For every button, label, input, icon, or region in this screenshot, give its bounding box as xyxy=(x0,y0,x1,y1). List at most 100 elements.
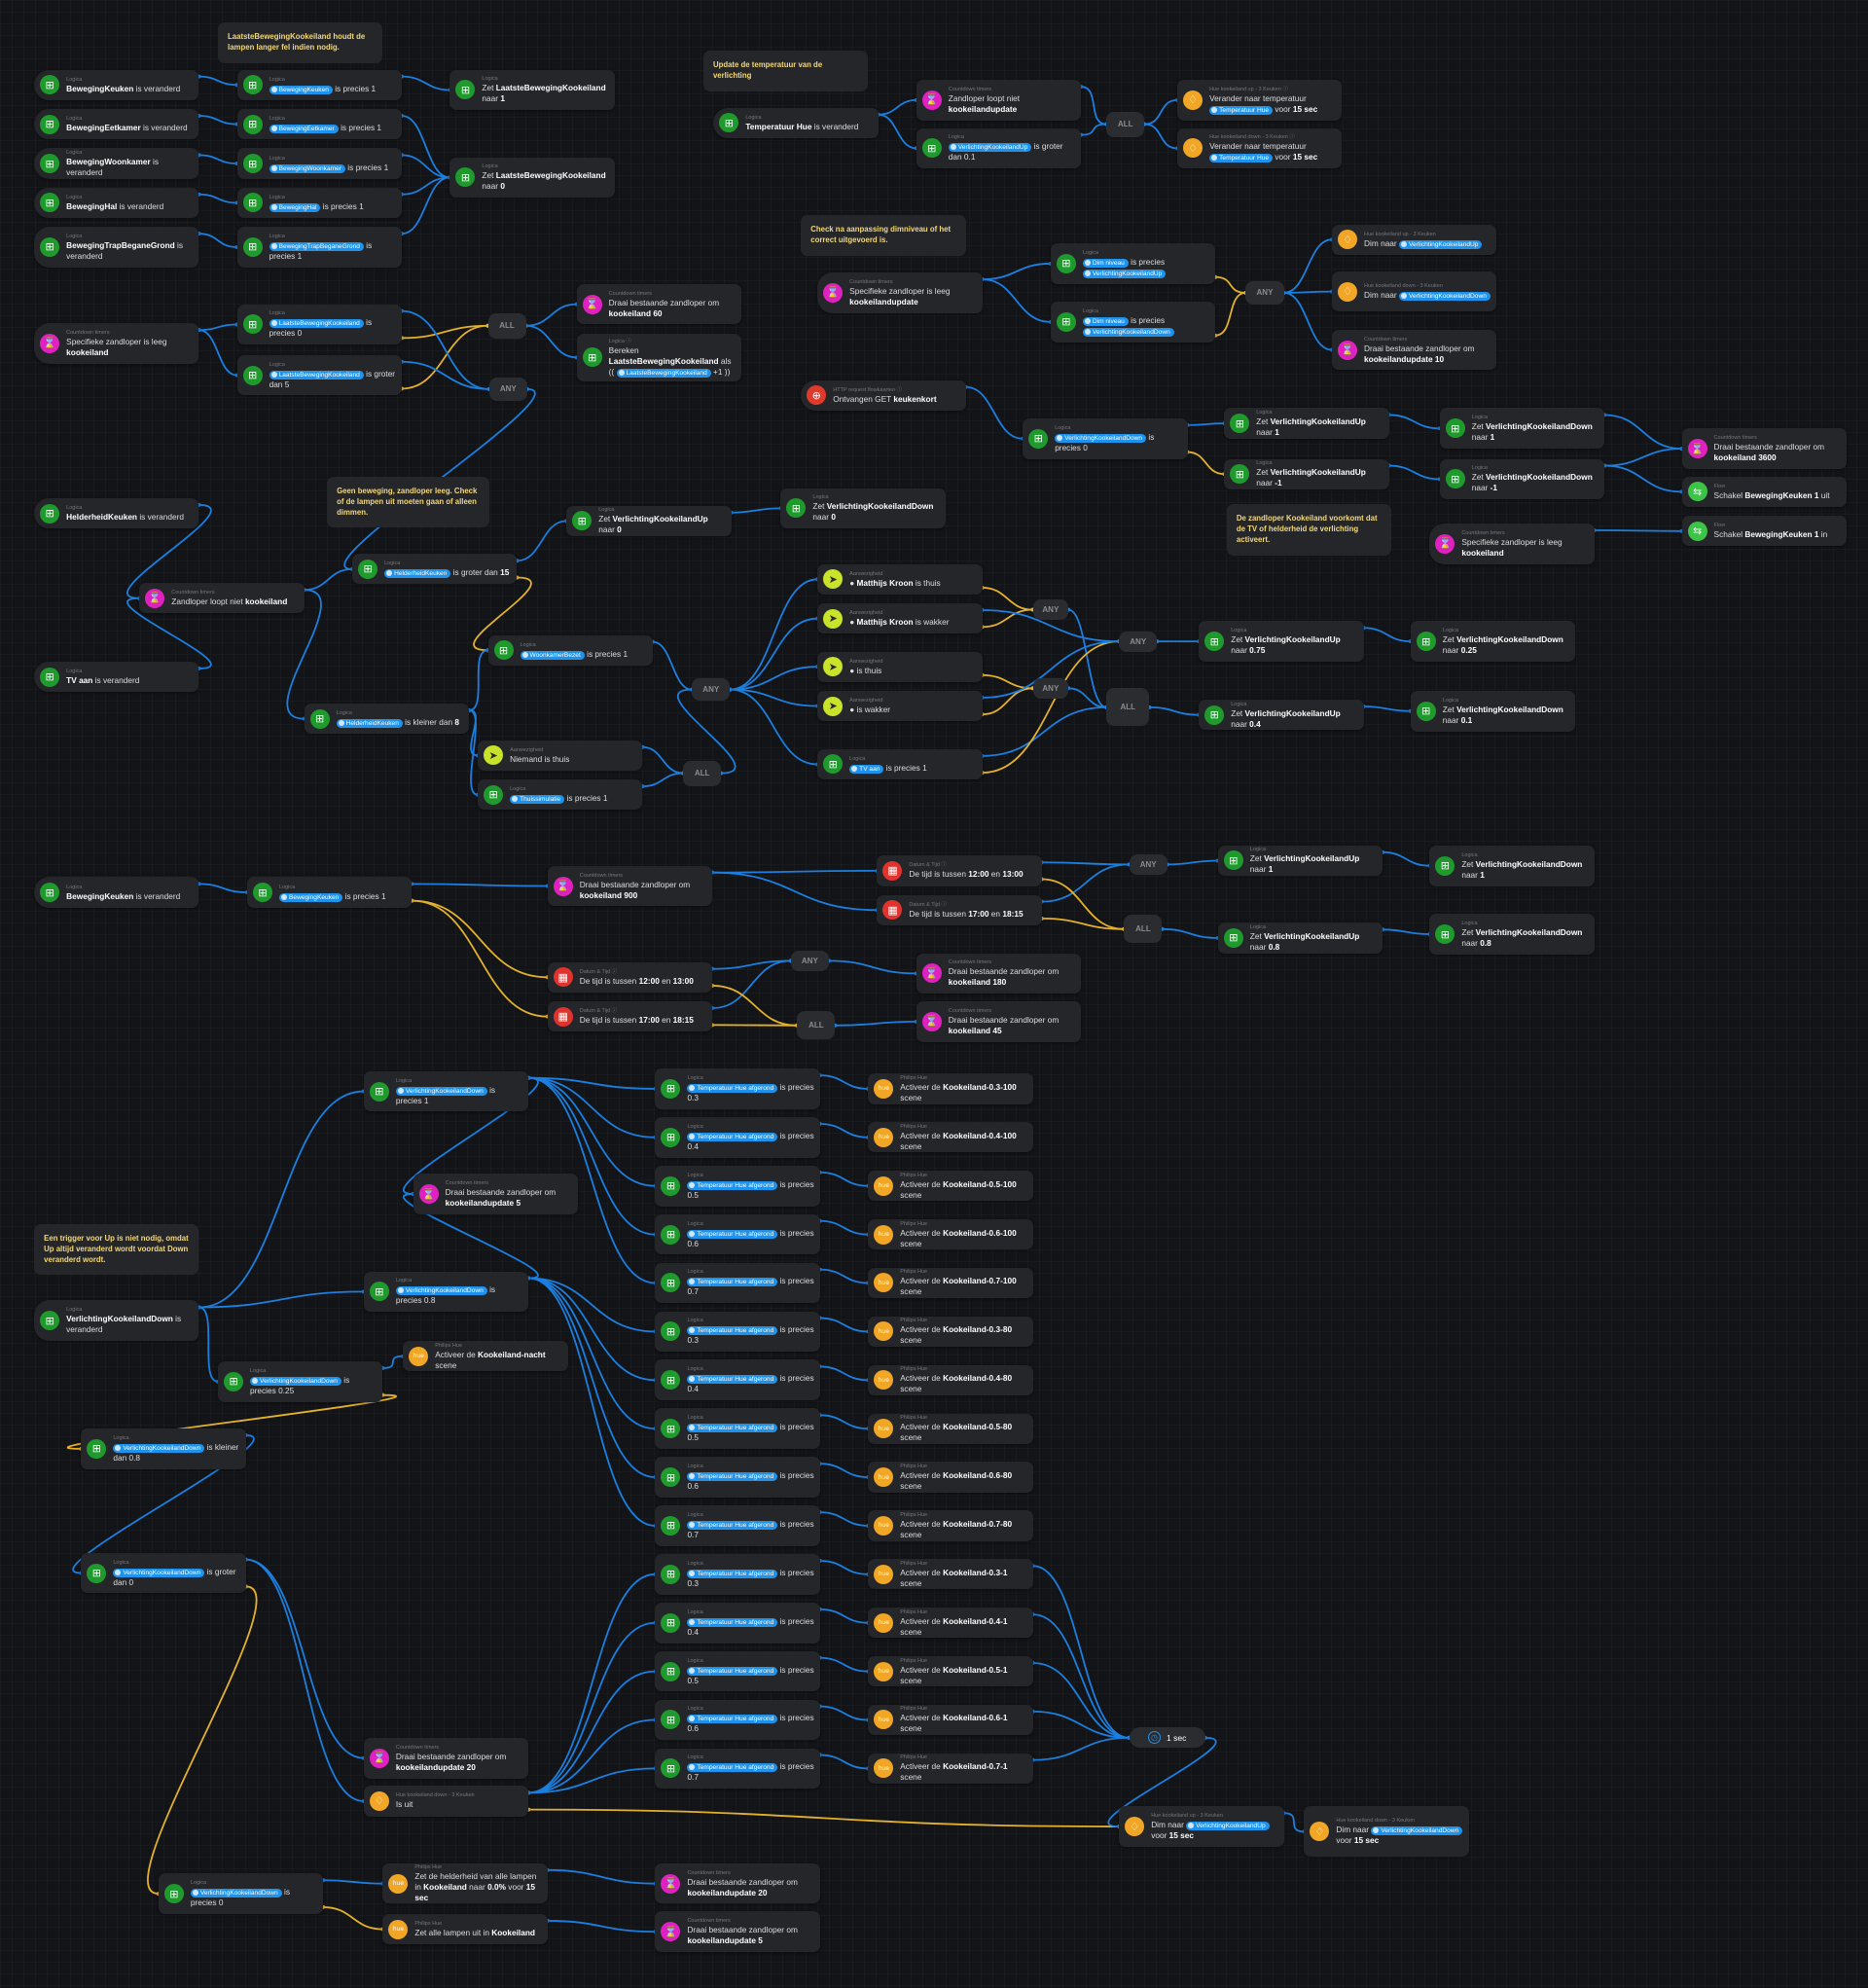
logic-gate-any[interactable]: ANY xyxy=(488,378,527,401)
variable-token[interactable]: BewegingEetkamer xyxy=(269,125,339,134)
variable-token[interactable]: TV aan xyxy=(849,764,884,774)
variable-token[interactable]: Temperatuur Hue afgerond xyxy=(687,1375,778,1385)
variable-token[interactable]: LaatsteBewegingKookeiland xyxy=(616,368,711,378)
variable-token[interactable]: VerlichtingKookeilandUp xyxy=(1399,239,1483,249)
logic-gate-any[interactable]: ANY xyxy=(1032,677,1069,699)
logic-gate-all[interactable]: ALL xyxy=(683,760,722,786)
variable-token[interactable]: VerlichtingKookeilandUp xyxy=(1082,269,1167,278)
flow-card-n49[interactable]: ➤Aanwezigheid● Matthijs Kroon is thuis xyxy=(817,563,983,595)
variable-token[interactable]: Temperatuur Hue xyxy=(1209,154,1274,163)
logic-gate-all[interactable]: ALL xyxy=(1106,111,1145,137)
flow-card-n51[interactable]: ➤Aanwezigheid● is thuis xyxy=(817,651,983,682)
logic-gate-all[interactable]: ALL xyxy=(1106,688,1150,727)
variable-token[interactable]: Temperatuur Hue afgerond xyxy=(687,1180,778,1190)
logic-gate-any[interactable]: ANY xyxy=(1032,599,1069,620)
variable-token[interactable]: VerlichtingKookeilandDown xyxy=(113,1443,205,1453)
variable-token[interactable]: Thuissimulatie xyxy=(510,795,565,805)
variable-token[interactable]: VerlichtingKookeilandDown xyxy=(113,1568,205,1577)
logic-gate-all[interactable]: ALL xyxy=(797,1011,836,1040)
variable-token[interactable]: Temperatuur Hue afgerond xyxy=(687,1520,778,1530)
variable-token[interactable]: VerlichtingKookeilandUp xyxy=(1186,1822,1270,1831)
variable-token[interactable]: VerlichtingKookeilandDown xyxy=(190,1889,282,1898)
variable-token[interactable]: VerlichtingKookeilandUp xyxy=(948,143,1032,153)
variable-token[interactable]: VerlichtingKookeilandDown xyxy=(395,1286,487,1296)
variable-token[interactable]: Temperatuur Hue afgerond xyxy=(687,1569,778,1578)
delay-node[interactable]: ◷1 sec xyxy=(1129,1727,1205,1749)
variable-token[interactable]: Temperatuur Hue afgerond xyxy=(687,1715,778,1724)
logic-gate-all[interactable]: ALL xyxy=(487,312,526,339)
variable-token[interactable]: Temperatuur Hue afgerond xyxy=(687,1666,778,1676)
variable-token[interactable]: Temperatuur Hue afgerond xyxy=(687,1083,778,1093)
variable-token[interactable]: HelderheidKeuken xyxy=(384,569,451,579)
logic-gate-any[interactable]: ANY xyxy=(692,677,731,702)
flow-card-n52[interactable]: ➤Aanwezigheid● is wakker xyxy=(817,690,983,722)
variable-token[interactable]: LaatsteBewegingKookeiland xyxy=(269,370,364,380)
variable-token[interactable]: HelderheidKeuken xyxy=(336,719,403,729)
variable-token[interactable]: VerlichtingKookeilandDown xyxy=(1371,1826,1463,1836)
variable-token[interactable]: WoonkamerBezet xyxy=(520,650,585,660)
